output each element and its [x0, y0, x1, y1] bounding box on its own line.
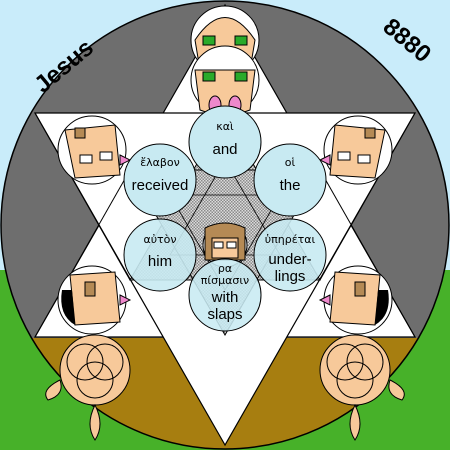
left-lower-figure [57, 265, 132, 335]
greek-word-line2: πίσμασιν [201, 274, 249, 287]
eye-icon [202, 35, 216, 46]
word-bubble-and: καὶ and [188, 105, 262, 179]
english-word: him [148, 253, 172, 270]
flower-icon [319, 334, 405, 441]
eye-icon [202, 71, 216, 82]
top-figures [190, 5, 260, 116]
greek-word: ρα [218, 262, 232, 275]
greek-word: ὑπηρέται [265, 233, 316, 246]
english-word: with [211, 289, 239, 306]
greek-word: οἱ [285, 156, 296, 169]
right-upper-figure [318, 115, 393, 185]
word-bubble-received: ἔλαβον received [123, 143, 197, 217]
greek-word: ἔλαβον [140, 156, 180, 169]
english-word: and [212, 141, 237, 158]
word-bubble-underlings: ὑπηρέται under- lings [253, 218, 327, 292]
greek-word: καὶ [216, 120, 234, 133]
english-word-line2: slaps [207, 306, 242, 323]
word-bubble-with-slaps: ρα πίσμασιν with slaps [188, 258, 262, 332]
greek-word: αὐτὸν [143, 233, 176, 246]
word-bubble-him: αὐτὸν him [123, 218, 197, 292]
word-bubble-the: οἱ the [253, 143, 327, 217]
eye-icon [234, 71, 248, 82]
english-word: under- [268, 251, 311, 268]
flower-icon [45, 334, 131, 441]
right-lower-figure [318, 265, 393, 335]
english-word: received [132, 177, 189, 194]
eye-icon [234, 35, 248, 46]
english-word-line2: lings [275, 268, 306, 285]
english-word: the [280, 177, 301, 194]
left-upper-figure [57, 115, 132, 185]
